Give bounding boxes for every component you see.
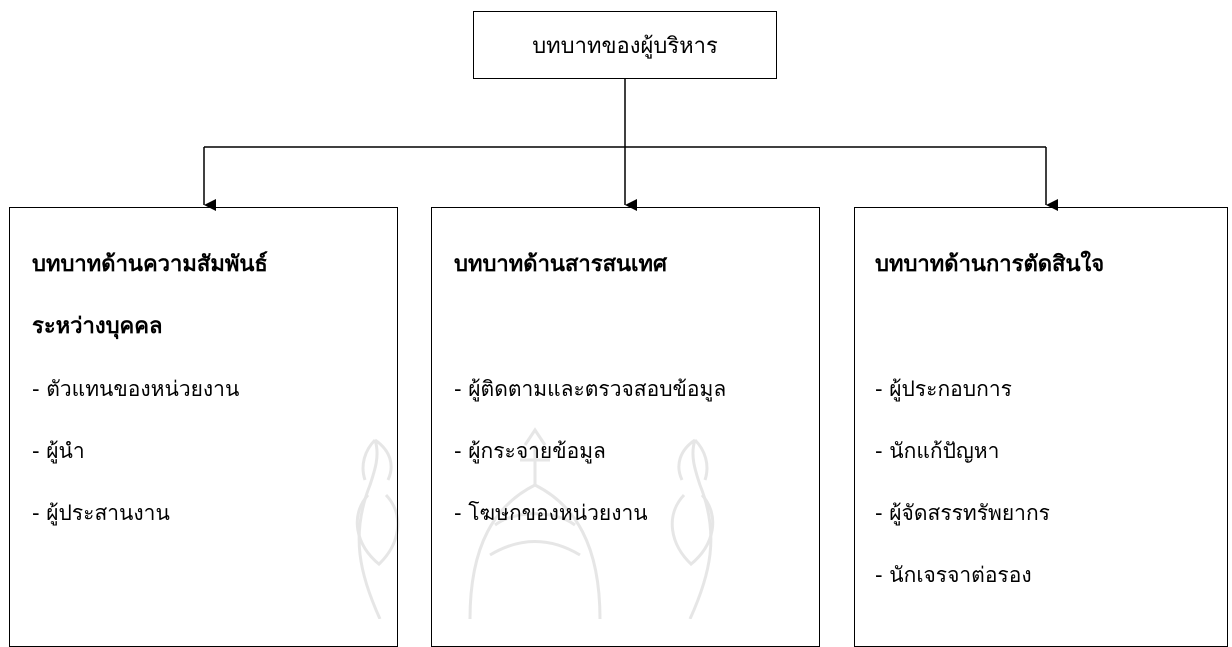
role-item-list: - ผู้ประกอบการ - นักแก้ปัญหา - ผู้จัดสรร… (875, 358, 1227, 606)
root-label: บทบาทของผู้บริหาร (532, 33, 718, 59)
role-title: บทบาทด้านสารสนเทศ (454, 234, 819, 296)
role-title-line: บทบาทด้านความสัมพันธ์ (32, 252, 268, 277)
role-box-informational: บทบาทด้านสารสนเทศ - ผู้ติดตามและตรวจสอบข… (431, 207, 820, 647)
role-item: - นักเจรจาต่อรอง (875, 563, 1032, 587)
role-title: บทบาทด้านการตัดสินใจ (875, 234, 1227, 296)
role-title-line: บทบาทด้านสารสนเทศ (454, 252, 668, 277)
role-title: บทบาทด้านความสัมพันธ์ ระหว่างบุคคล (32, 234, 397, 358)
role-item: - ผู้ประกอบการ (875, 377, 1012, 401)
root-node-executive-roles: บทบาทของผู้บริหาร (473, 11, 777, 79)
role-box-interpersonal: บทบาทด้านความสัมพันธ์ ระหว่างบุคคล - ตัว… (9, 207, 398, 647)
role-title-line: ระหว่างบุคคล (32, 314, 163, 339)
role-item: - โฆษกของหน่วยงาน (454, 501, 648, 525)
role-item-list: - ผู้ติดตามและตรวจสอบข้อมูล - ผู้กระจายข… (454, 358, 819, 544)
role-item-list: - ตัวแทนของหน่วยงาน - ผู้นำ - ผู้ประสานง… (32, 358, 397, 544)
role-item: - ผู้ประสานงาน (32, 501, 170, 525)
connector-lines (203, 79, 1058, 211)
role-title-line: บทบาทด้านการตัดสินใจ (875, 252, 1105, 277)
role-item: - ตัวแทนของหน่วยงาน (32, 377, 240, 401)
role-item: - ผู้กระจายข้อมูล (454, 439, 606, 463)
role-item: - ผู้จัดสรรทรัพยากร (875, 501, 1050, 525)
role-item: - นักแก้ปัญหา (875, 439, 1000, 463)
role-box-decisional: บทบาทด้านการตัดสินใจ - ผู้ประกอบการ - นั… (854, 207, 1228, 647)
role-item: - ผู้นำ (32, 439, 85, 463)
role-item: - ผู้ติดตามและตรวจสอบข้อมูล (454, 377, 727, 401)
